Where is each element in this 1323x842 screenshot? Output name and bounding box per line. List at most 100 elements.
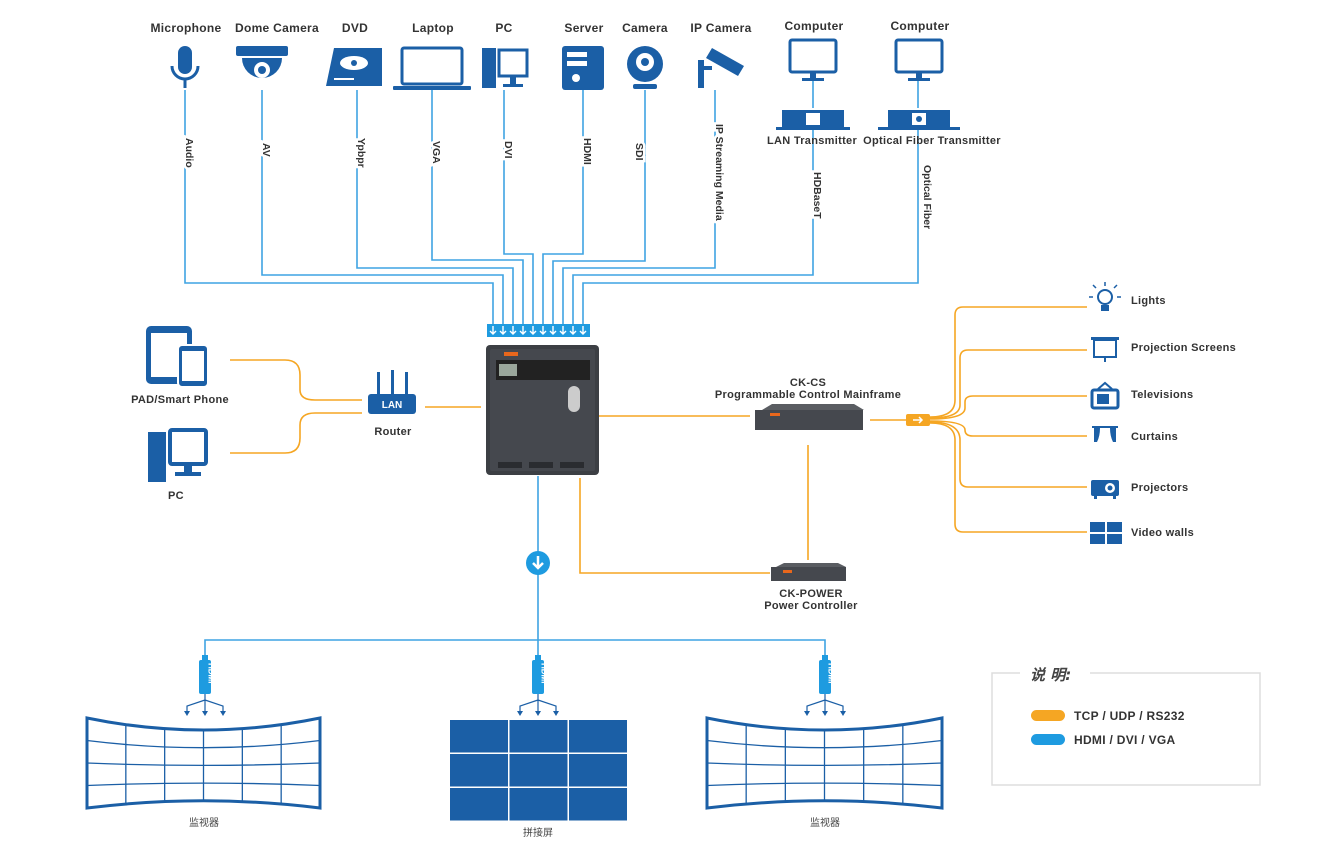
curved-monitor-wall-right (705, 716, 944, 810)
pc-icon (148, 428, 208, 482)
input-cables (184, 90, 919, 326)
arrow-down-icon (202, 711, 208, 716)
output-label: Televisions (1131, 389, 1193, 401)
arrow-down-icon (184, 711, 190, 716)
video-wall-panel (509, 754, 568, 787)
server-icon (562, 46, 604, 90)
cable-label: IP Streaming Media (713, 124, 725, 221)
video-wall-panel (450, 720, 508, 753)
monitor-icon (894, 38, 944, 81)
input-arrow-icon (529, 326, 537, 335)
input-arrow-icon (559, 326, 567, 335)
source-label: PC (495, 21, 512, 35)
cable-label: DVI (502, 141, 514, 159)
cs-desc: Programmable Control Mainframe (715, 389, 901, 401)
legend-item: HDMI / DVI / VGA (1074, 733, 1176, 747)
output-label: Projectors (1131, 482, 1188, 494)
input-arrow-icon (579, 326, 587, 335)
video-wall-panel (569, 788, 627, 821)
source-label: Computer (784, 19, 843, 33)
video-wall-panel (509, 720, 568, 753)
arrow-down-icon (822, 711, 828, 716)
cable-label: HDMI (581, 138, 593, 165)
cs-name: CK-CS (790, 377, 826, 389)
projection-screen-icon (1091, 337, 1119, 362)
input-arrow-icon (489, 326, 497, 335)
router-label: Router (374, 426, 412, 438)
arrow-down-icon (535, 711, 541, 716)
cable-label: Optical Fiber (921, 165, 933, 229)
input-port-bar (487, 324, 590, 337)
legend-item: TCP / UDP / RS232 (1074, 709, 1185, 723)
optical-transmitter-label: Optical Fiber Transmitter (863, 135, 1001, 147)
control-connector (906, 414, 930, 426)
source-label: Camera (622, 21, 668, 35)
cable-label: AV (260, 143, 272, 157)
input-arrow-icon (569, 326, 577, 335)
source-label: Laptop (412, 21, 454, 35)
arrow-down-icon (517, 711, 523, 716)
power-controller-device (771, 563, 846, 581)
hdmi-connector-label: HDMI (827, 663, 836, 683)
pad-label: PAD/Smart Phone (131, 394, 229, 406)
webcam-icon (627, 46, 663, 89)
control-outputs (929, 306, 1087, 533)
hdmi-connector-label: HDMI (540, 663, 549, 683)
projector-icon (1091, 480, 1119, 499)
hdmi-connector: HDMI (184, 655, 226, 716)
legend-title: 说 明: (1030, 666, 1071, 684)
legend-swatch-orange (1031, 710, 1065, 721)
source-label: IP Camera (690, 21, 751, 35)
cable-label: VGA (430, 141, 442, 164)
microphone-icon (170, 46, 200, 88)
legend: 说 明: TCP / UDP / RS232 HDMI / DVI / VGA (991, 666, 1261, 786)
source-label: DVD (342, 21, 368, 35)
arrow-down-icon (220, 711, 226, 716)
pc-label: PC (168, 490, 184, 502)
dvd-icon (326, 48, 382, 86)
hdmi-connector: HDMI (804, 655, 846, 716)
input-arrow-icon (549, 326, 557, 335)
matrix-mainframe (486, 345, 599, 475)
cable-labels: Audio AV Ypbpr VGA DVI HDMI SDI IP Strea… (181, 122, 936, 232)
hdmi-connector: HDMI (517, 655, 559, 716)
display-label-center: 拼接屏 (523, 826, 553, 839)
arrow-down-icon (804, 711, 810, 716)
cable-label: SDI (633, 143, 645, 161)
dome-camera-icon (236, 46, 288, 78)
source-label: Microphone (151, 21, 222, 35)
output-label: Projection Screens (1131, 342, 1236, 354)
laptop-icon (393, 46, 471, 90)
tablet-phone-icon (146, 326, 209, 388)
source-label: Server (564, 21, 603, 35)
source-labels: Microphone Dome Camera DVD Laptop PC Ser… (151, 19, 950, 35)
router-icon: LAN (368, 370, 416, 414)
ip-camera-icon (698, 48, 744, 88)
pc-icon (482, 48, 529, 88)
display-label-left: 监视器 (189, 816, 219, 829)
curved-monitor-wall-left (85, 716, 322, 810)
monitor-icon (788, 38, 838, 81)
input-arrow-icon (499, 326, 507, 335)
light-bulb-icon (1089, 282, 1121, 311)
output-label: Video walls (1131, 527, 1194, 539)
lan-transmitter-icon (776, 110, 850, 130)
source-label: Computer (890, 19, 949, 33)
down-arrow-icon (526, 551, 550, 575)
cs-mainframe-device (755, 404, 864, 430)
source-label: Dome Camera (235, 21, 319, 35)
power-name: CK-POWER (779, 588, 843, 600)
cable-label: Audio (183, 138, 195, 168)
video-wall-panel (450, 754, 508, 787)
splicing-video-wall (450, 720, 627, 821)
input-arrow-icon (519, 326, 527, 335)
video-wall-panel (450, 788, 508, 821)
input-arrow-icon (539, 326, 547, 335)
arrow-down-icon (840, 711, 846, 716)
display-label-right: 监视器 (810, 816, 840, 829)
output-label: Lights (1131, 295, 1166, 307)
cable-label: HDBaseT (811, 172, 823, 219)
video-wall-panel (569, 754, 627, 787)
curtains-icon (1092, 426, 1118, 442)
